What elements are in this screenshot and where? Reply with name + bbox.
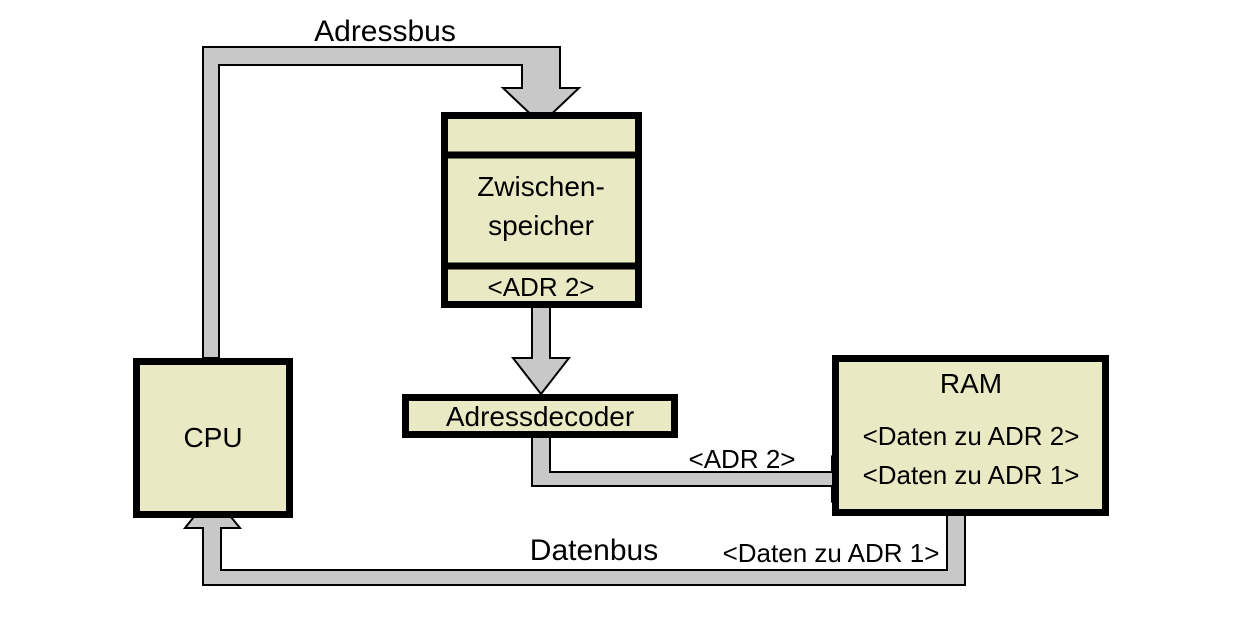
cpu-label: CPU <box>183 422 243 453</box>
ram-row-adr1: <Daten zu ADR 1> <box>862 460 1080 490</box>
ram-title: RAM <box>939 368 1003 399</box>
decoder-to-ram-label: <ADR 2> <box>688 444 796 474</box>
zwischenspeicher-cell-adr2: <ADR 2> <box>487 272 595 302</box>
zwischenspeicher-label-line1: Zwischen- <box>477 171 605 202</box>
ram-row-adr2: <Daten zu ADR 2> <box>862 421 1080 451</box>
adressdecoder-box[interactable] <box>402 394 678 438</box>
datenbus-label: Datenbus <box>529 534 659 567</box>
zwischenspeicher-box[interactable] <box>441 112 642 308</box>
adressbus-label: Adressbus <box>314 15 456 48</box>
datenbus-payload-label: <Daten zu ADR 1> <box>722 538 940 568</box>
ram-box[interactable] <box>832 355 1109 516</box>
adressbus-path <box>202 46 582 359</box>
zwischenspeicher-to-decoder-arrow <box>510 304 572 396</box>
adressdecoder-label: Adressdecoder <box>445 401 635 432</box>
zwischenspeicher-label-line2: speicher <box>488 210 594 241</box>
cpu-box[interactable] <box>133 358 293 518</box>
